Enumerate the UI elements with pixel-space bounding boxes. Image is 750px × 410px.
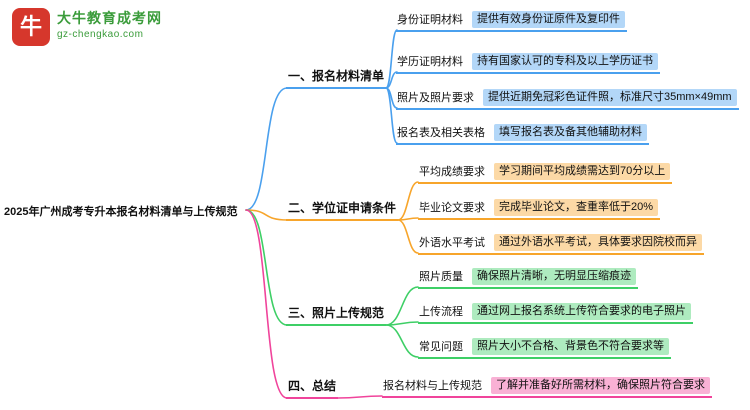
branch-node-materials: 一、报名材料清单 — [286, 68, 387, 89]
leaf-desc: 照片大小不合格、背景色不符合要求等 — [472, 338, 669, 355]
leaf-label: 上传流程 — [419, 306, 463, 318]
leaf-label: 照片及照片要求 — [397, 92, 474, 104]
ox-glyph: 牛 — [19, 14, 42, 39]
leaf-desc: 提供有效身份证原件及复印件 — [472, 11, 625, 28]
branch-node-summary: 四、总结 — [286, 378, 339, 399]
logo-text: 大牛教育成考网 gz-chengkao.com — [57, 8, 162, 42]
branch-node-degree-conditions: 二、学位证申请条件 — [286, 200, 399, 221]
leaf-label: 常见问题 — [419, 341, 463, 353]
branch4-links — [245, 209, 383, 399]
branch3-links — [245, 209, 419, 358]
leaf-node: 照片质量 确保照片清晰，无明显压缩痕迹 — [418, 268, 638, 289]
leaf-desc: 了解并准备好所需材料，确保照片符合要求 — [491, 377, 710, 394]
logo-title: 大牛教育成考网 — [57, 10, 162, 26]
leaf-node: 学历证明材料 持有国家认可的专科及以上学历证书 — [396, 53, 660, 74]
leaf-node: 照片及照片要求 提供近期免冠彩色证件照，标准尺寸35mm×49mm — [396, 89, 739, 110]
leaf-label: 学历证明材料 — [397, 56, 463, 68]
leaf-label: 外语水平考试 — [419, 237, 485, 249]
leaf-desc: 提供近期免冠彩色证件照，标准尺寸35mm×49mm — [483, 89, 737, 106]
ox-logo-icon: 牛 — [12, 8, 50, 46]
leaf-desc: 确保照片清晰，无明显压缩痕迹 — [472, 268, 636, 285]
site-logo[interactable]: 牛 大牛教育成考网 gz-chengkao.com — [12, 8, 162, 46]
leaf-node: 身份证明材料 提供有效身份证原件及复印件 — [396, 11, 627, 32]
branch1-links — [245, 29, 398, 211]
leaf-label: 毕业论文要求 — [419, 202, 485, 214]
leaf-node: 毕业论文要求 完成毕业论文，查重率低于20% — [418, 199, 661, 220]
logo-subtitle: gz-chengkao.com — [57, 29, 144, 40]
leaf-desc: 持有国家认可的专科及以上学历证书 — [472, 53, 658, 70]
leaf-node: 报名表及相关表格 填写报名表及备其他辅助材料 — [396, 124, 649, 145]
leaf-desc: 完成毕业论文，查重率低于20% — [494, 199, 659, 216]
leaf-node: 平均成绩要求 学习期间平均成绩需达到70分以上 — [418, 163, 673, 184]
leaf-desc: 填写报名表及备其他辅助材料 — [494, 124, 647, 141]
branch-node-photo-rules: 三、照片上传规范 — [286, 305, 387, 326]
leaf-desc: 通过外语水平考试，具体要求因院校而异 — [494, 234, 702, 251]
leaf-desc: 通过网上报名系统上传符合要求的电子照片 — [472, 303, 691, 320]
leaf-node: 报名材料与上传规范 了解并准备好所需材料，确保照片符合要求 — [382, 377, 712, 398]
leaf-label: 身份证明材料 — [397, 14, 463, 26]
root-topic: 2025年广州成考专升本报名材料清单与上传规范 — [4, 206, 238, 218]
leaf-desc: 学习期间平均成绩需达到70分以上 — [494, 163, 671, 180]
leaf-label: 平均成绩要求 — [419, 166, 485, 178]
leaf-label: 照片质量 — [419, 271, 463, 283]
leaf-node: 常见问题 照片大小不合格、背景色不符合要求等 — [418, 338, 671, 359]
leaf-node: 外语水平考试 通过外语水平考试，具体要求因院校而异 — [418, 234, 704, 255]
leaf-node: 上传流程 通过网上报名系统上传符合要求的电子照片 — [418, 303, 693, 324]
leaf-label: 报名表及相关表格 — [397, 127, 485, 139]
leaf-label: 报名材料与上传规范 — [383, 380, 482, 392]
